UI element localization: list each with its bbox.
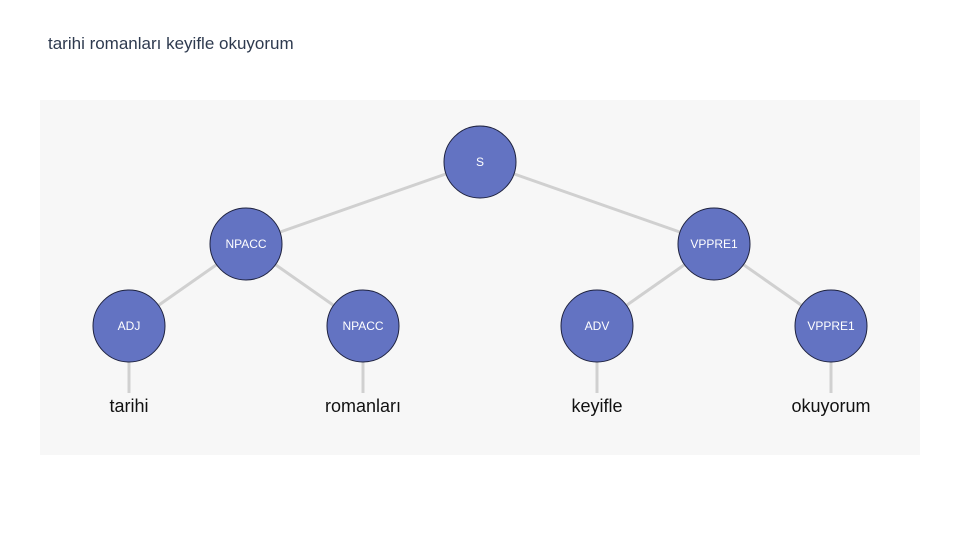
node-npacc-top-label: NPACC: [225, 237, 266, 251]
tree-nodes: S NPACC VPPRE1 ADJ NPACC ADV VPPRE1: [92, 125, 868, 363]
word-tarihi: tarihi: [109, 396, 148, 416]
word-romanlari: romanları: [325, 396, 401, 416]
page-title: tarihi romanları keyifle okuyorum: [48, 34, 294, 53]
word-keyifle: keyifle: [571, 396, 622, 416]
node-npacc-leaf-label: NPACC: [342, 319, 383, 333]
node-adv: ADV: [560, 289, 634, 363]
node-adj: ADJ: [92, 289, 166, 363]
node-s-label: S: [476, 155, 484, 169]
node-adv-label: ADV: [585, 319, 610, 333]
node-vppre1-top: VPPRE1: [677, 207, 751, 281]
word-okuyorum: okuyorum: [791, 396, 870, 416]
leaf-words: tarihi romanları keyifle okuyorum: [104, 393, 874, 419]
node-vppre1-top-label: VPPRE1: [690, 237, 738, 251]
node-npacc-top: NPACC: [209, 207, 283, 281]
node-npacc-leaf: NPACC: [326, 289, 400, 363]
node-vppre1-leaf: VPPRE1: [794, 289, 868, 363]
edge-s-npacc: [245, 160, 481, 246]
node-adj-label: ADJ: [118, 319, 141, 333]
node-s: S: [443, 125, 517, 199]
node-vppre1-leaf-label: VPPRE1: [807, 319, 855, 333]
edge-s-vppre1: [479, 160, 715, 246]
